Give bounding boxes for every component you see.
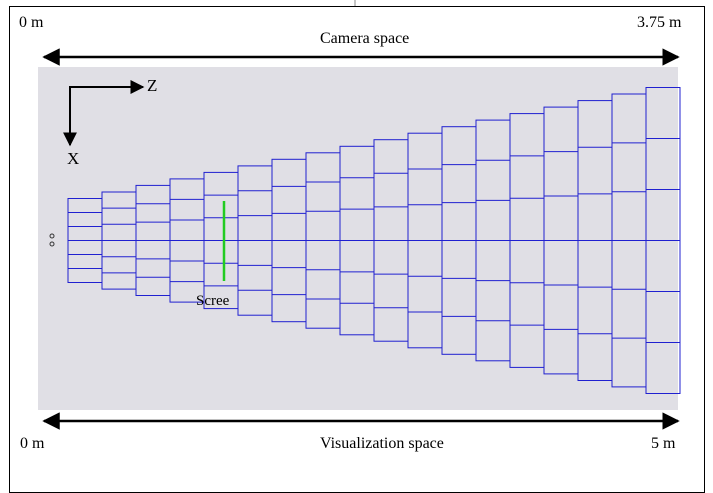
camera-marker-bottom	[49, 241, 55, 247]
frustum-grid	[67, 87, 681, 394]
visualization-space-start-label: 0 m	[20, 435, 45, 452]
visualization-space-end-label: 5 m	[651, 435, 676, 452]
visualization-space-title: Visualization space	[320, 435, 444, 452]
camera-space-start-label: 0 m	[19, 14, 44, 31]
camera-space-title: Camera space	[320, 30, 410, 47]
visualization-panel	[38, 67, 678, 410]
camera-marker-top	[49, 233, 55, 239]
camera-space-end-label: 3.75 m	[637, 14, 682, 31]
x-axis-label: X	[67, 149, 80, 168]
z-axis-label: Z	[147, 76, 158, 95]
screen-label: Scree	[196, 293, 230, 309]
